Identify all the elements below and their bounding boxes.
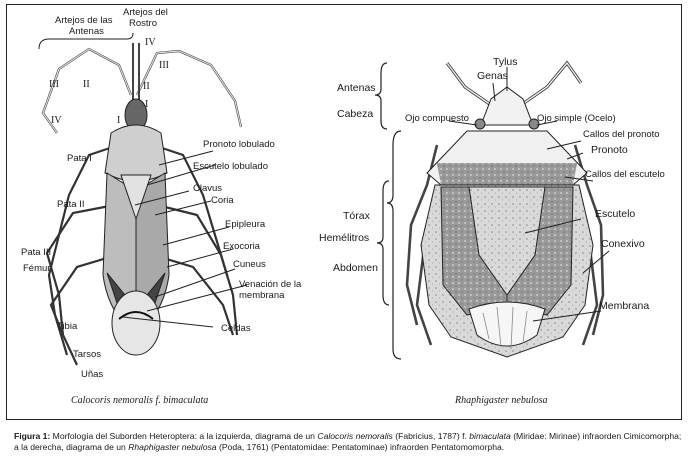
- pronoto-lobulado: [104, 124, 168, 182]
- roman-iii-a: III: [159, 60, 169, 71]
- label-epipleura: Epipleura: [225, 219, 266, 230]
- calocoris-diagram: IV III II I III II IV I Artejos de las A…: [21, 7, 302, 406]
- label-pata-ii: Pata II: [57, 199, 84, 210]
- label-pronoto: Pronoto: [591, 144, 628, 156]
- label-callos-escutelo: Callos del escutelo: [585, 169, 665, 180]
- label-cuneus: Cuneus: [233, 259, 266, 270]
- caption-text-1: Morfología del Suborden Heteroptera: a l…: [50, 431, 318, 441]
- roman-ii-a: II: [143, 81, 150, 92]
- label-membrana: Membrana: [599, 300, 649, 312]
- ojo-compuesto-shape: [474, 118, 486, 130]
- caption-text-3: (Miridae: Mirinae) infraorden Cimicomorp…: [14, 431, 682, 452]
- label-pata-iii: Pata III: [21, 247, 51, 258]
- label-genas: Genas: [477, 70, 508, 82]
- label-ojo-simple: Ojo simple (Ocelo): [537, 113, 616, 124]
- membrana-left: [111, 290, 161, 356]
- label-tibia: Tibia: [57, 321, 78, 332]
- label-pata-i: Pata I: [67, 153, 92, 164]
- figure-caption: Figura 1: Morfología del Suborden Hetero…: [14, 431, 686, 452]
- label-conexivo: Conexivo: [601, 238, 645, 250]
- label-cabeza: Cabeza: [337, 108, 373, 120]
- label-artejos-antenas-1: Artejos de las: [55, 15, 113, 26]
- caption-prefix: Figura 1:: [14, 431, 51, 441]
- caption-italic-2: bimaculata: [469, 431, 511, 441]
- label-antenas: Antenas: [337, 82, 376, 94]
- roman-i-a: I: [145, 99, 148, 110]
- caption-text-4: (Poda, 1761) (Pentatomidae: Pentatominae…: [216, 441, 505, 452]
- escutelo-right: [468, 186, 546, 296]
- label-clavus: Clavus: [193, 183, 222, 194]
- label-artejos-antenas-2: Antenas: [69, 26, 104, 37]
- celdas-shape: [118, 311, 154, 320]
- head-right: [480, 86, 534, 126]
- label-artejos-rostro-1: Artejos del: [123, 7, 168, 18]
- label-venacion-2: membrana: [239, 290, 285, 301]
- roman-iv-a: IV: [145, 37, 156, 48]
- label-venacion-1: Venación de la: [239, 279, 302, 290]
- label-tarsos: Tarsos: [73, 349, 101, 360]
- species-left: Calocoris nemoralis f. bimaculata: [71, 395, 208, 406]
- rhaphigaster-diagram: Tylus Genas Antenas Cabeza Ojo compuesto…: [319, 56, 665, 406]
- label-abdomen: Abdomen: [333, 262, 378, 274]
- caption-text-2: (Fabricius, 1787) f.: [392, 431, 470, 441]
- braces: [374, 62, 402, 360]
- label-celdas: Celdas: [221, 323, 251, 334]
- roman-iv-left: IV: [51, 115, 62, 126]
- label-pronoto-lobulado: Pronoto lobulado: [203, 139, 275, 150]
- caption-italic-3: Rhaphigaster nebulosa: [128, 441, 217, 452]
- label-coria: Coria: [211, 195, 234, 206]
- caption-italic-1: Calocoris nemoralis: [317, 431, 393, 441]
- label-escutelo: Escutelo: [595, 208, 635, 220]
- roman-i-left: I: [117, 115, 120, 126]
- escutelo-lobulado: [120, 174, 152, 221]
- label-femur: Fémur: [23, 263, 50, 274]
- figure-frame: IV III II I III II IV I Artejos de las A…: [6, 4, 682, 420]
- legs-left: [45, 143, 239, 366]
- roman-iii-left: III: [49, 79, 59, 90]
- label-hemelitros: Hemélitros: [319, 232, 369, 244]
- label-callos-pronoto: Callos del pronoto: [583, 129, 660, 140]
- species-right: Rhaphigaster nebulosa: [454, 395, 548, 406]
- label-unas: Uñas: [81, 369, 103, 380]
- label-exocoria: Exocoria: [223, 241, 261, 252]
- rostrum: [132, 43, 140, 101]
- label-artejos-rostro-2: Rostro: [129, 18, 157, 29]
- figure-illustration: IV III II I III II IV I Artejos de las A…: [21, 7, 665, 406]
- label-escutelo-lobulado: Escutelo lobulado: [193, 161, 268, 172]
- label-tylus: Tylus: [493, 56, 518, 68]
- label-torax: Tórax: [343, 210, 371, 222]
- roman-ii-left: II: [83, 79, 90, 90]
- label-ojo-compuesto: Ojo compuesto: [405, 113, 469, 124]
